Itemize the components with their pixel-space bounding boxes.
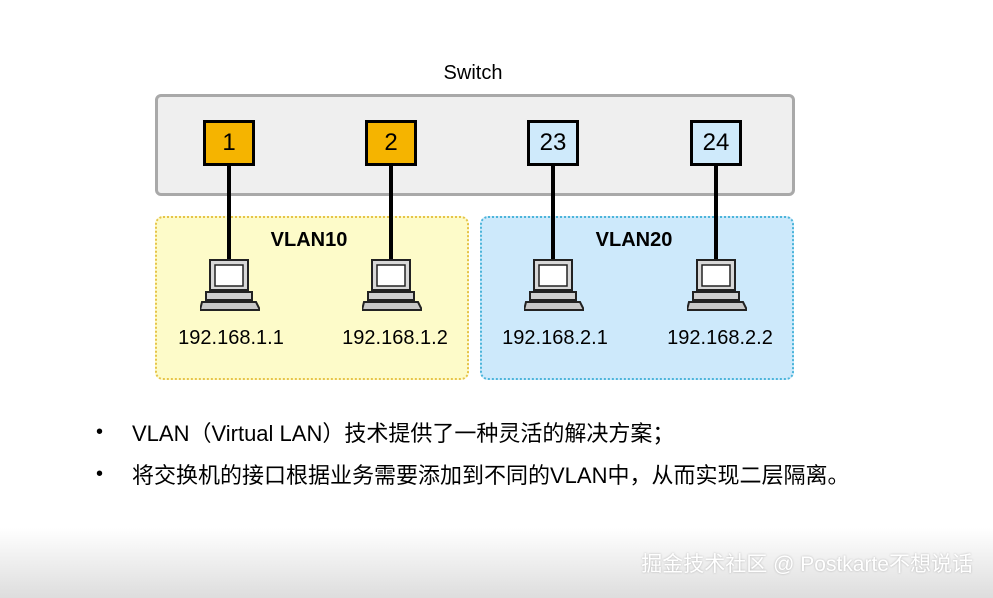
bullet-item: • VLAN（Virtual LAN）技术提供了一种灵活的解决方案； [96,416,674,448]
cable-port-2 [389,166,393,262]
vlan10-label: VLAN10 [270,229,348,251]
vlan20-label: VLAN20 [595,229,673,251]
cable-port-23 [551,166,555,262]
bullet-marker: • [96,420,104,443]
port-24: 24 [690,120,742,166]
watermark: 掘金技术社区 @ Postkarte不想说话 [641,553,973,576]
cable-port-1 [227,166,231,262]
port-2: 2 [365,120,417,166]
switch-label: Switch [443,62,503,84]
computer-icon [200,259,260,311]
bullet-item: • 将交换机的接口根据业务需要添加到不同的VLAN中，从而实现二层隔离。 [96,458,849,490]
host-ip-label: 192.168.2.2 [667,327,773,349]
host-ip-label: 192.168.2.1 [502,327,608,349]
computer-icon [362,259,422,311]
bullet-text: VLAN（Virtual LAN）技术提供了一种灵活的解决方案； [132,421,675,446]
bullet-text: 将交换机的接口根据业务需要添加到不同的VLAN中，从而实现二层隔离。 [132,463,850,488]
cable-port-24 [714,166,718,262]
port-1: 1 [203,120,255,166]
computer-icon [687,259,747,311]
port-23: 23 [527,120,579,166]
bullet-marker: • [96,462,104,485]
host-ip-label: 192.168.1.1 [178,327,284,349]
host-ip-label: 192.168.1.2 [342,327,448,349]
computer-icon [524,259,584,311]
bottom-fade [0,528,993,598]
switch-box [155,94,795,196]
